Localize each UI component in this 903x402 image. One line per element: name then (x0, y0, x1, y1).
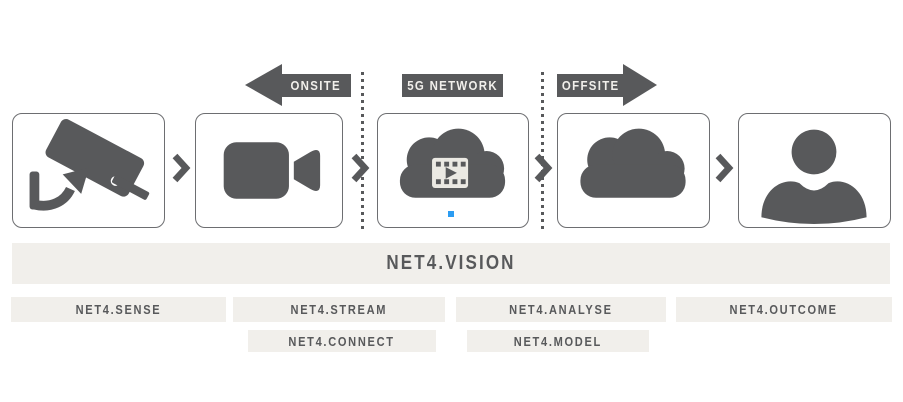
pipeline-box-sense (12, 113, 165, 228)
network-label: 5G NETWORK (407, 78, 498, 93)
dotted-separator-1 (361, 72, 364, 233)
offsite-arrow: OFFSITE (557, 64, 657, 106)
pipeline-box-stream (195, 113, 343, 228)
onsite-label: ONSITE (290, 77, 342, 93)
chevron-right-icon (172, 153, 191, 183)
vision-banner: NET4.VISION (12, 243, 890, 284)
module-label: NET4.ANALYSE (509, 302, 613, 317)
cloud-icon (580, 128, 686, 198)
chevron-right-icon (351, 153, 370, 183)
cloud-film-icon (399, 128, 506, 198)
module-label: NET4.SENSE (75, 302, 162, 317)
video-camera-icon (223, 142, 321, 199)
network-tag: 5G NETWORK (402, 74, 503, 97)
module-label: NET4.OUTCOME (729, 302, 839, 317)
chevron-right-icon (715, 153, 734, 183)
module-bar-connect: NET4.CONNECT (248, 330, 436, 352)
arrow-left-icon (245, 64, 282, 106)
onsite-arrow: ONSITE (245, 64, 351, 106)
vision-banner-label: NET4.VISION (386, 252, 516, 274)
user-icon (761, 129, 867, 225)
module-label: NET4.CONNECT (288, 333, 396, 349)
chevron-right-icon (534, 153, 553, 183)
blue-square-indicator (448, 211, 454, 217)
offsite-label: OFFSITE (561, 77, 620, 93)
pipeline-box-connect (377, 113, 529, 228)
pipeline-box-outcome (738, 113, 891, 228)
module-bar-sense: NET4.SENSE (11, 297, 226, 322)
module-label: NET4.MODEL (513, 333, 603, 349)
module-bar-outcome: NET4.OUTCOME (676, 297, 892, 322)
onsite-arrow-body: ONSITE (281, 73, 351, 97)
module-bar-model: NET4.MODEL (467, 330, 649, 352)
arrow-right-icon (623, 64, 657, 106)
module-bar-stream: NET4.STREAM (233, 297, 445, 322)
module-label: NET4.STREAM (290, 302, 388, 317)
pipeline-box-analyse (557, 113, 710, 228)
cctv-camera-icon (29, 119, 150, 211)
dotted-separator-2 (541, 72, 544, 233)
offsite-arrow-body: OFFSITE (557, 73, 624, 97)
module-bar-analyse: NET4.ANALYSE (456, 297, 666, 322)
